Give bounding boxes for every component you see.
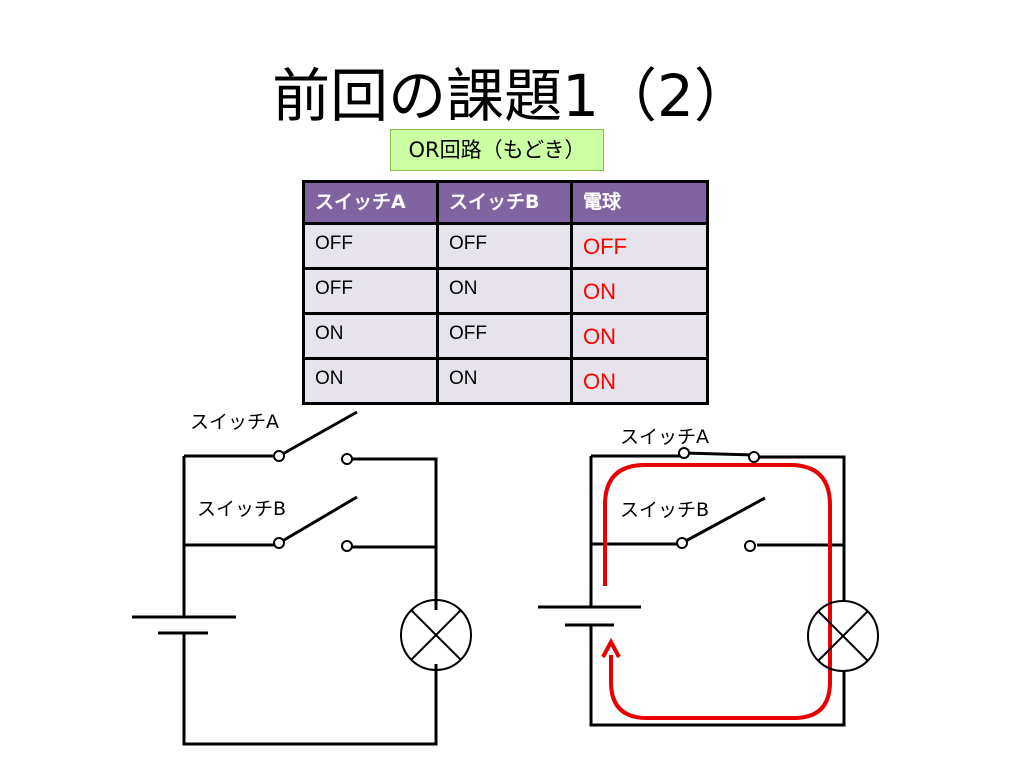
truth-table: スイッチA スイッチB 電球 OFF OFF OFF OFF ON ON ON … [302,180,709,405]
cell-switch-b: OFF [436,312,573,360]
cell-switch-b: ON [436,357,573,405]
wire-a-out [351,457,438,548]
column-header-bulb: 電球 [570,180,709,225]
switch-b-terminal-right [744,540,756,552]
switch-a-terminal-right [341,453,353,465]
wire-frame-bottom [589,625,846,727]
wire-bulb-bottom [182,633,438,746]
switch-a-terminal-left [273,450,285,462]
circuit-left: スイッチA スイッチB [132,410,472,746]
slide-title: 前回の課題1（2） [272,62,752,130]
table-row: OFF OFF OFF [302,222,709,270]
cell-switch-b: OFF [436,222,573,270]
subtitle-box: OR回路（もどき） [390,129,604,171]
column-header-switch-a: スイッチA [302,180,439,225]
wire-a-out [757,455,846,600]
bulb-icon [807,600,879,672]
switch-a-label: スイッチA [620,426,709,448]
table-header-row: スイッチA スイッチB 電球 [302,180,709,225]
table-row: ON OFF ON [302,312,709,360]
current-arrow-icon [601,637,621,658]
cell-switch-a: ON [302,357,439,405]
cell-switch-b: ON [436,267,573,315]
bulb-icon [400,599,472,671]
column-header-switch-b: スイッチB [436,180,573,225]
switch-b-lever [681,496,766,545]
cell-switch-a: OFF [302,222,439,270]
cell-bulb: ON [570,357,709,405]
switch-b-label: スイッチB [620,499,709,521]
cell-bulb: OFF [570,222,709,270]
circuit-right: スイッチA スイッチB [538,426,879,727]
switch-b-terminal-left [676,537,688,549]
switch-a-label: スイッチA [190,411,279,433]
switch-a-lever [683,451,755,457]
table-row: OFF ON ON [302,267,709,315]
switch-b-terminal-left [273,537,285,549]
cell-bulb: ON [570,312,709,360]
switch-a-lever [278,410,358,458]
switch-b-lever [278,495,358,545]
switch-a-terminal-left [678,447,690,459]
table-row: ON ON ON [302,357,709,405]
cell-switch-a: OFF [302,267,439,315]
cell-switch-a: ON [302,312,439,360]
switch-a-terminal-right [748,451,760,463]
cell-bulb: ON [570,267,709,315]
switch-b-terminal-right [341,540,353,552]
current-path [603,463,832,720]
switch-b-label: スイッチB [197,498,286,520]
